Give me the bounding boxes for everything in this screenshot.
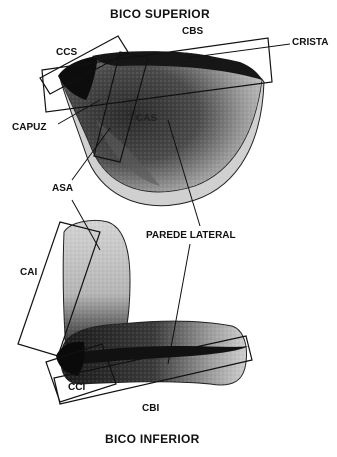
title-upper-beak: BICO SUPERIOR [110, 8, 210, 20]
label-cbs: CBS [182, 27, 203, 37]
label-parede-lateral: PAREDE LATERAL [146, 231, 236, 241]
title-lower-beak: BICO INFERIOR [105, 433, 200, 445]
label-asa: ASA [52, 184, 73, 194]
label-cas: CAS [136, 114, 157, 124]
lower-beak [56, 220, 248, 385]
label-crista: CRISTA [292, 38, 328, 48]
lower-beak-tip [56, 342, 85, 376]
label-cbi: CBI [142, 404, 159, 414]
label-capuz: CAPUZ [12, 123, 46, 133]
label-cai: CAI [20, 268, 37, 278]
label-ccs: CCS [56, 48, 77, 58]
crista-leader [186, 44, 290, 58]
upper-beak [58, 51, 264, 206]
label-cci: CCI [68, 383, 85, 393]
